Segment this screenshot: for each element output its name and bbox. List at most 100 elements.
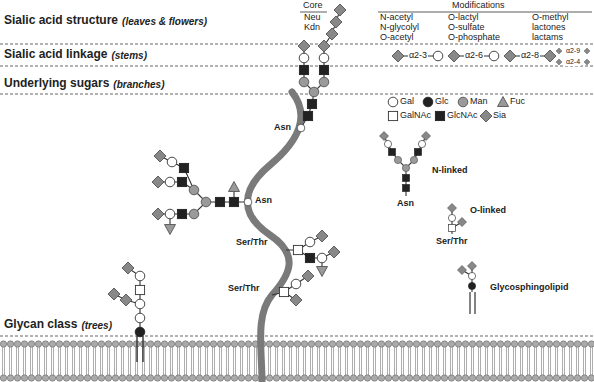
n-glycan-left-part	[152, 176, 164, 188]
core-name: Kdn	[304, 23, 320, 33]
glycosphingolipid-glycan-part	[135, 313, 145, 323]
glycosphingolipid-glycan-part	[122, 262, 134, 274]
glycosidic-bonds-part	[384, 136, 426, 196]
modification-name: O-methyl	[532, 13, 569, 23]
class-icons-part	[410, 156, 417, 163]
modification-name: N-acetyl	[380, 13, 413, 23]
cell-membrane	[0, 340, 594, 382]
section-title: Glycan class	[4, 318, 77, 331]
n-glycan-left-part	[152, 208, 164, 220]
legend-label: GlcNAc	[447, 111, 478, 121]
section-title: Sialic acid linkage	[4, 48, 107, 61]
class-icons-part	[394, 156, 401, 163]
linkage-label: α2-9	[565, 47, 581, 55]
modification-name: O-lactyl	[448, 13, 479, 23]
o-glycans-part	[328, 246, 340, 258]
residue-label: Asn	[255, 196, 272, 206]
residue-label: Asn	[274, 123, 291, 133]
linkage-symbols-part	[489, 51, 499, 61]
legend-label: Glc	[435, 97, 449, 107]
glycosidic-bonds-part	[470, 292, 475, 314]
legend-label: Fuc	[510, 97, 525, 107]
n-glycan-left-part	[154, 150, 166, 162]
n-glycan-top-part	[307, 99, 316, 108]
glycosidic-bonds-part	[286, 236, 334, 270]
section-subtitle: (branches)	[113, 79, 164, 90]
glycosidic-bonds	[114, 10, 554, 362]
n-glycan-top-part	[309, 87, 319, 97]
legend-symbols-part	[458, 97, 468, 107]
legend-symbols-part	[423, 97, 433, 107]
class-icons-part	[422, 132, 431, 141]
linkage-symbols-part	[584, 48, 590, 54]
section-title: Sialic acid structure	[4, 14, 118, 27]
class-icons-part	[448, 204, 457, 213]
glycosphingolipid-glycan	[108, 262, 145, 337]
o-glycans-part	[279, 287, 288, 296]
glycosphingolipid-glycan-part	[135, 327, 145, 337]
glycosphingolipid-glycan-part	[108, 288, 120, 300]
section-title: Underlying sugars	[4, 77, 109, 90]
o-glycans-part	[317, 267, 328, 277]
class-icons-part	[458, 218, 467, 227]
section-dividers-part	[0, 66, 594, 67]
class-icons-part	[384, 140, 391, 147]
o-glycans-part	[302, 270, 314, 282]
o-glycans-part	[317, 253, 327, 263]
legend-symbols-part	[435, 111, 444, 120]
n-glycan-left-part	[165, 225, 176, 235]
linkage-label: α2-4	[565, 58, 581, 66]
modification-name: lactones	[532, 23, 566, 33]
n-glycan-left-part	[215, 197, 224, 206]
legend-label: Man	[470, 97, 488, 107]
linkage-symbols	[392, 48, 590, 65]
n-glycan-left-part	[189, 185, 199, 195]
glycosidic-bonds-part	[137, 336, 143, 362]
n-glycan-top-part	[326, 28, 338, 40]
legend-label: Gal	[400, 97, 414, 107]
o-glycans-part	[316, 230, 328, 242]
o-glycans-part	[305, 253, 314, 262]
n-glycan-top-part	[299, 65, 308, 74]
n-glycan-left-part	[229, 182, 240, 192]
n-glycan-left-part	[167, 157, 177, 167]
residue-label: Ser/Thr	[228, 284, 260, 294]
linkage-symbols-part	[392, 50, 404, 62]
class-icons	[380, 132, 477, 290]
glycosphingolipid-glycan-part	[135, 271, 145, 281]
o-glycans	[279, 230, 340, 306]
n-glycan-top-part	[319, 53, 329, 63]
column-header: Core	[303, 1, 323, 11]
glycan-class-label: N-linked	[432, 166, 468, 176]
legend-symbols-part	[498, 97, 509, 107]
section-dividers-part	[0, 336, 594, 337]
linkage-symbols-part	[504, 50, 516, 62]
n-glycan-left-part	[189, 209, 199, 219]
modification-name: N-glycolyl	[380, 23, 419, 33]
section-subtitle: (stems)	[111, 50, 147, 61]
modification-name: O-phosphate	[448, 33, 500, 43]
modification-name: lactams	[532, 33, 563, 43]
linkage-symbols-part	[433, 51, 443, 61]
n-glycan-top-part	[319, 77, 329, 87]
n-glycan-top-part	[299, 53, 309, 63]
n-glycan-top	[297, 4, 346, 132]
modification-name: O-sulfate	[448, 23, 485, 33]
n-glycan-left-part	[177, 177, 186, 186]
o-glycans-part	[293, 245, 302, 254]
class-icons-part	[448, 214, 455, 221]
n-glycan-left-part	[244, 198, 252, 206]
linkage-symbols-part	[584, 59, 590, 65]
o-glycans-part	[305, 237, 315, 247]
glycan-class-label: O-linked	[470, 206, 506, 216]
n-glycan-top-part	[319, 65, 328, 74]
residue-label: Ser/Thr	[236, 238, 268, 248]
class-icons-part	[468, 272, 475, 279]
glycosidic-bonds-part	[158, 156, 248, 228]
o-glycans-part	[291, 279, 301, 289]
linkage-symbols-part	[544, 50, 556, 62]
linkage-label: α2-8	[520, 51, 540, 61]
section-subtitle: (leaves & flowers)	[122, 16, 207, 27]
n-glycan-top-part	[330, 16, 342, 28]
class-icons-part	[403, 175, 410, 182]
